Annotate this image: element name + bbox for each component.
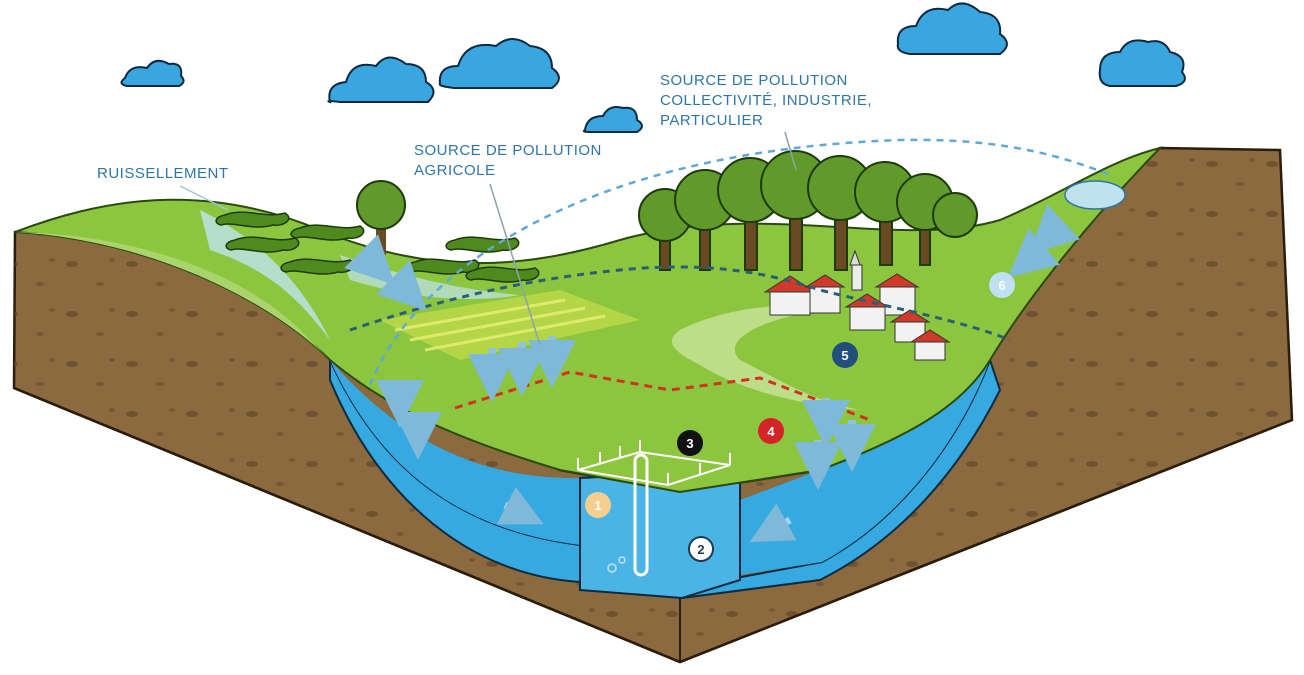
- tree: [357, 181, 405, 255]
- marker-3: 3: [677, 430, 703, 456]
- urban-source-label: SOURCE DE POLLUTION COLLECTIVITÉ, INDUST…: [660, 71, 872, 131]
- marker-2: 2: [688, 536, 714, 562]
- clouds: [121, 3, 1184, 132]
- cloud: [328, 57, 433, 102]
- cloud: [1100, 40, 1185, 86]
- cloud: [440, 39, 559, 88]
- marker-4: 4: [758, 418, 784, 444]
- marker-6: 6: [989, 272, 1015, 298]
- cloud: [121, 61, 183, 86]
- marker-1: 1: [585, 492, 611, 518]
- urban-source-label-line2: COLLECTIVITÉ, INDUSTRIE,: [660, 91, 872, 111]
- cloud: [584, 107, 642, 132]
- runoff-label: RUISSELLEMENT: [97, 164, 229, 184]
- agricultural-source-label: SOURCE DE POLLUTION AGRICOLE: [414, 141, 602, 181]
- agricultural-source-label-line1: SOURCE DE POLLUTION: [414, 141, 602, 161]
- agricultural-source-label-line2: AGRICOLE: [414, 161, 602, 181]
- urban-source-label-line3: PARTICULIER: [660, 111, 872, 131]
- cloud: [898, 3, 1007, 54]
- urban-source-label-line1: SOURCE DE POLLUTION: [660, 71, 872, 91]
- marker-5: 5: [832, 342, 858, 368]
